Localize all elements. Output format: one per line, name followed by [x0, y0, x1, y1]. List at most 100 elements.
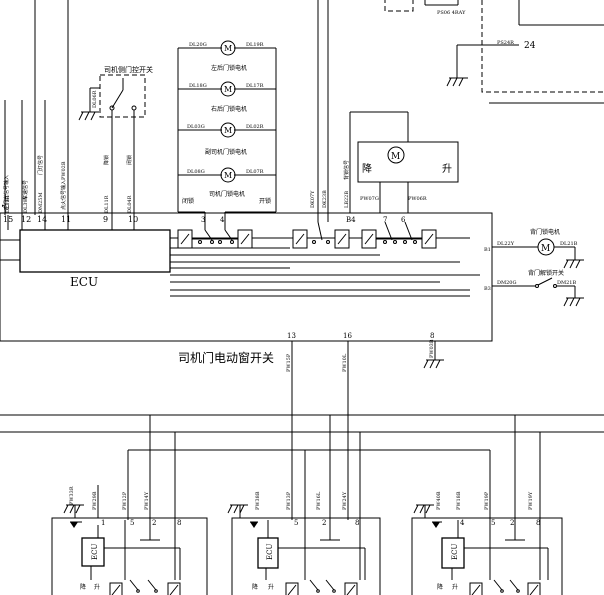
sm1-wire-1: PW33R	[69, 486, 75, 505]
pin-11: 11	[61, 215, 71, 224]
pin-12: 12	[21, 215, 31, 224]
sm1-wire-2: PW29B	[92, 491, 98, 510]
sm2-pin-5: 5	[294, 519, 298, 527]
pin-b1: B1	[484, 247, 491, 253]
wire-pw15p: PW15P	[286, 353, 292, 372]
top-connector-box	[384, 0, 414, 12]
switch-label-close: 闭锁	[126, 155, 133, 165]
motor-icon	[387, 146, 405, 164]
page-title: 司机门电动窗开关	[178, 350, 274, 365]
door-lock-motors: M DL20G DL19R 左后门锁电机 M DL18G DL17R 右后门锁电…	[177, 40, 277, 224]
sm3-pin-2: 2	[510, 519, 514, 527]
module-pin-b4: B4	[346, 216, 356, 224]
svg-text:升: 升	[94, 583, 100, 591]
svg-text:M: M	[224, 85, 232, 94]
sm1-ecu	[81, 537, 105, 567]
m4-right: DL07R	[246, 169, 264, 175]
relay-group-3	[361, 221, 437, 249]
wire-dk07y: DK07Y	[310, 190, 316, 208]
pin-9: 9	[103, 215, 108, 224]
m3-left: DL03G	[187, 124, 205, 130]
svg-text:升: 升	[452, 583, 458, 591]
motor-icon	[220, 122, 236, 138]
ground-icon	[563, 297, 584, 307]
m1-name: 左后门锁电机	[211, 64, 247, 72]
svg-text:M: M	[224, 126, 232, 135]
passenger-window-switch-1: PW33R PW29B PW12P PW14Y 1 5 2 8 ECU 降 升	[51, 485, 208, 595]
lock-left-label: 闭锁	[182, 197, 194, 205]
top-connectors: PS06 4RAY PS24R 24	[34, 0, 604, 215]
module-bottom-wires: 13 16 8 PW15P PW10L PW03B	[286, 332, 444, 520]
lock-right-label: 开锁	[259, 197, 271, 205]
ground-icon	[446, 77, 468, 87]
sm1-pin-2: 2	[152, 519, 156, 527]
pin-b3: B3	[484, 286, 491, 292]
input-label-4: 点火信号输入	[60, 180, 67, 210]
wire-dk23b: DK23B	[322, 190, 328, 208]
svg-text:M: M	[541, 244, 550, 254]
input-label-2: 车速信号	[22, 180, 29, 200]
m2-name: 右后门锁电机	[211, 105, 247, 113]
relay-group-2: DK07Y DK23B	[292, 190, 350, 249]
module-pin-7: 7	[383, 216, 387, 224]
wire-label-dl11r: DL11R	[104, 195, 110, 213]
module-pin-3: 3	[201, 216, 205, 224]
supply-label: 背锁信号	[343, 160, 350, 180]
passenger-window-switch-3: PW40B PW18B PW19P PW19Y 4 5 2 8 ECU 降 升	[411, 491, 563, 595]
rear-wire-top: DL22Y	[497, 241, 515, 247]
ground-icon	[78, 111, 99, 121]
rear-switch-label: 背门解锁开关	[528, 269, 564, 277]
m1-right: DL19R	[246, 42, 264, 48]
wire-label-dl39v: DL39V	[23, 195, 29, 213]
ground-icon	[563, 259, 584, 269]
motor-icon	[220, 81, 236, 97]
m3-right: DL02R	[246, 124, 264, 130]
window-right-wire: PW06R	[408, 196, 427, 202]
ecu-box	[19, 229, 171, 273]
driver-window-switch-module	[0, 212, 493, 342]
wire-label-dl39b: DL39B	[5, 195, 11, 213]
input-label-3: 门灯信号	[37, 155, 44, 175]
sm3-pin-8: 8	[536, 519, 540, 527]
relay-group-1	[177, 222, 253, 249]
ps24-label: PS24R	[497, 40, 514, 46]
sm2-pin-2: 2	[322, 519, 326, 527]
ps24-pin: 24	[524, 41, 536, 51]
door-control-switch	[99, 74, 146, 118]
wire-label-pw02b: PW02B	[61, 161, 67, 180]
wire-label-dl04r: DL04R	[127, 195, 133, 213]
svg-text:降: 降	[80, 583, 86, 591]
svg-text:M: M	[224, 171, 232, 180]
sm1-pin-1: 1	[101, 519, 105, 527]
rear-wire-bottom-right: DM21B	[557, 280, 576, 286]
m2-right: DL17R	[246, 83, 264, 89]
svg-text:ECU: ECU	[91, 544, 99, 560]
sm1-pin-5: 5	[130, 519, 134, 527]
sm2-wire-1: PW38B	[255, 491, 261, 510]
sm1-pin-8: 8	[177, 519, 181, 527]
svg-text:M: M	[391, 152, 400, 162]
input-label-1: 空门光信号输入	[3, 175, 10, 210]
module-pin-6: 6	[401, 216, 406, 224]
ecu-label: ECU	[70, 275, 98, 289]
sm3-wire-2: PW18B	[456, 491, 462, 510]
pin-14: 14	[37, 215, 47, 224]
window-motor: M 降 升 PW07G PW06R 背锁信号 LB22B B4 7 6	[343, 111, 459, 224]
ground-icon	[227, 504, 248, 514]
sm3-ecu	[441, 537, 465, 569]
svg-text:▸: ▸	[2, 203, 5, 209]
svg-text:ECU: ECU	[266, 544, 274, 560]
svg-text:降: 降	[437, 583, 443, 591]
control-unit-dashed-box	[481, 0, 604, 93]
m3-name: 副司机门锁电机	[205, 148, 247, 156]
sm3-wire-1: PW40B	[436, 491, 442, 510]
wire-pw03b: PW03B	[429, 339, 435, 358]
svg-text:M: M	[224, 44, 232, 53]
m2-left: DL18G	[189, 83, 207, 89]
sm1-wire-4: PW14Y	[144, 491, 150, 510]
m4-left: DL08G	[187, 169, 205, 175]
module-pin-4: 4	[220, 216, 225, 224]
motor-icon	[220, 167, 236, 183]
sm2-wire-2: PW13P	[286, 491, 292, 510]
